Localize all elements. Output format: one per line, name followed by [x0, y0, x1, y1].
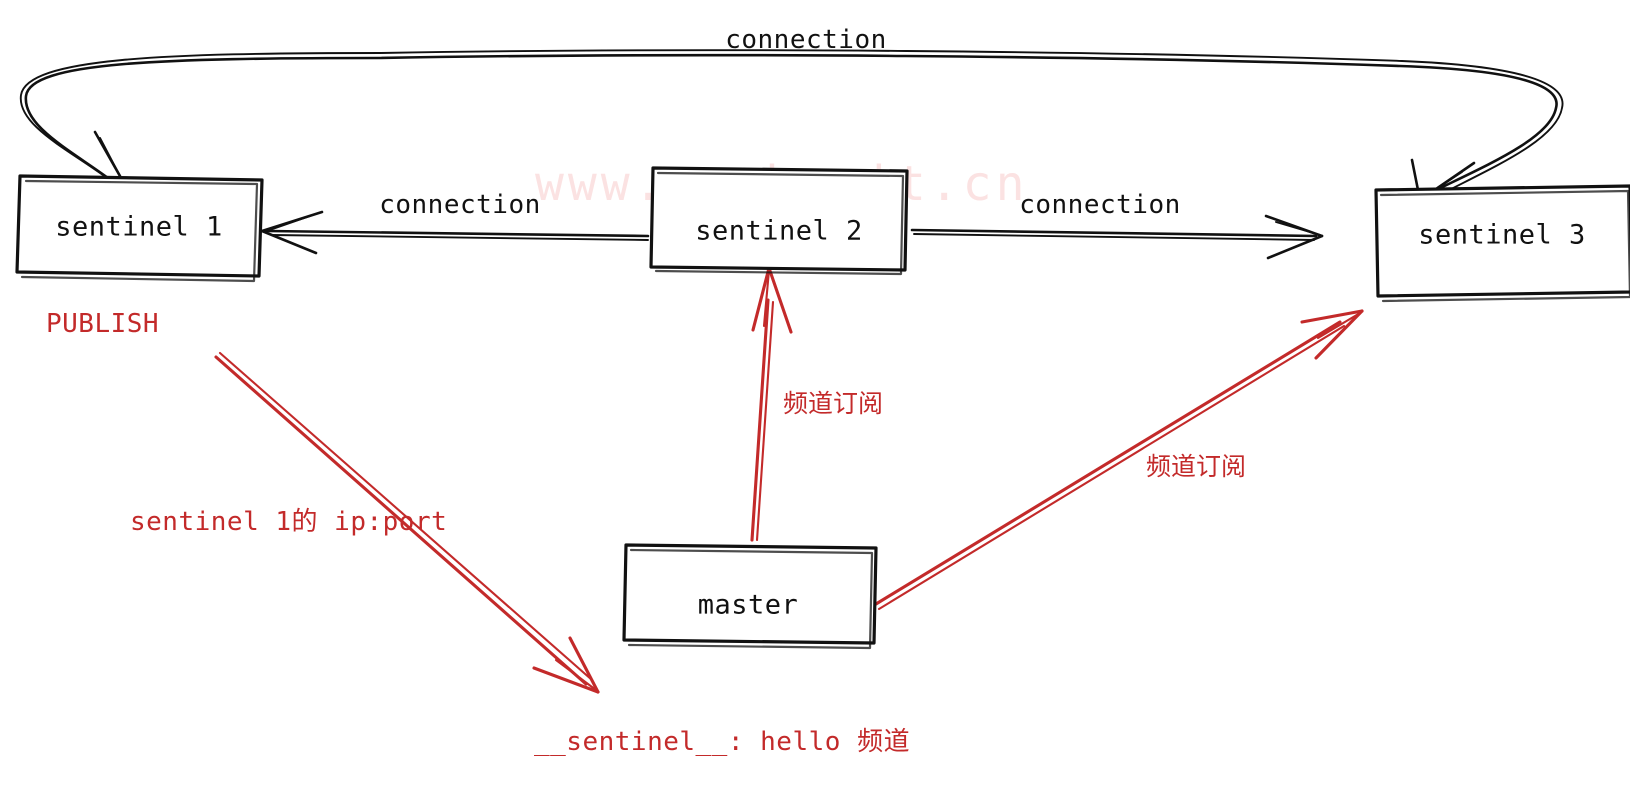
node-label-sentinel-3: sentinel 3: [1418, 220, 1586, 251]
edge-label-top-connection: connection: [725, 25, 887, 55]
label-subscribe-center: 频道订阅: [783, 389, 883, 418]
label-hello-channel: __sentinel__: hello 频道: [534, 727, 910, 757]
edge-label-left-connection: connection: [379, 190, 541, 220]
edge-left-connection: [260, 210, 650, 255]
node-label-sentinel-1: sentinel 1: [55, 212, 223, 243]
edge-publish: [214, 351, 600, 694]
edge-subscribe-center: [750, 266, 793, 542]
label-publish: PUBLISH: [46, 309, 159, 339]
node-label-sentinel-2: sentinel 2: [695, 216, 863, 247]
node-sentinel-1[interactable]: sentinel 1: [15, 174, 264, 283]
node-sentinel-2[interactable]: sentinel 2: [649, 166, 909, 276]
label-subscribe-right: 频道订阅: [1146, 452, 1246, 481]
edge-label-right-connection: connection: [1019, 190, 1181, 220]
edge-right-connection: [910, 214, 1324, 260]
label-sentinel1-ipport: sentinel 1的 ip:port: [130, 507, 447, 537]
node-master[interactable]: master: [622, 543, 878, 650]
node-sentinel-3[interactable]: sentinel 3: [1374, 184, 1630, 303]
edge-subscribe-right: [874, 309, 1364, 611]
node-label-master: master: [698, 590, 799, 621]
